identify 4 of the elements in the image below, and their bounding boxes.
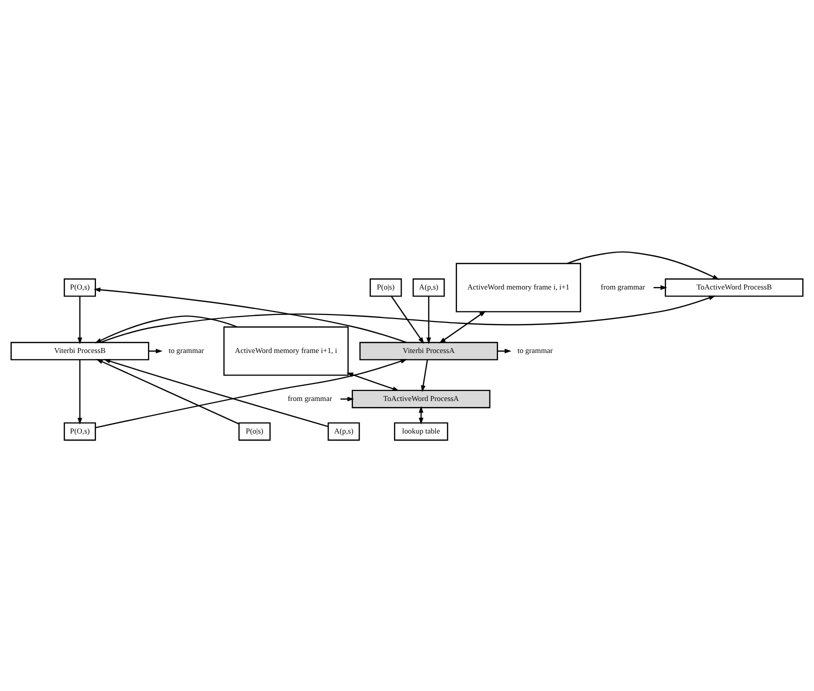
node-text: to grammar xyxy=(168,345,204,354)
node-text: from grammar xyxy=(288,393,332,402)
node-text: to grammar xyxy=(517,345,553,354)
node-text: from grammar xyxy=(600,282,646,291)
